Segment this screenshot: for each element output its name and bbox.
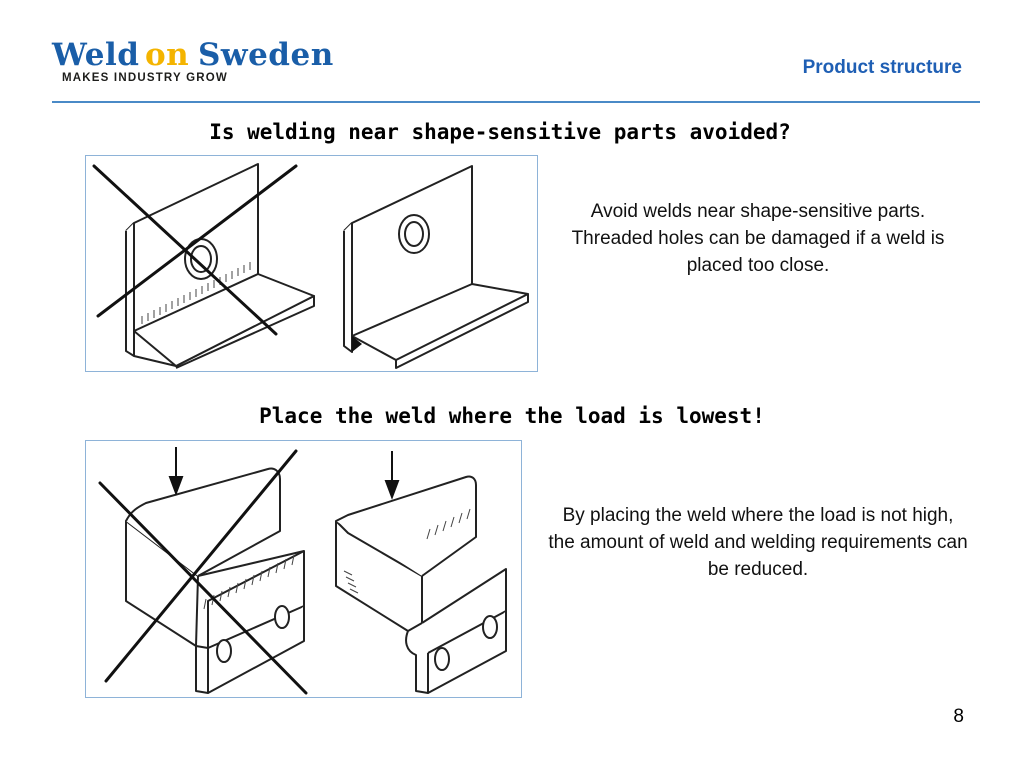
weld-on-sweden-logo: Weld on Sweden xyxy=(52,38,342,90)
description-weld-load-lowest: By placing the weld where the load is no… xyxy=(548,505,968,580)
cross-mark-line-4 xyxy=(104,449,298,683)
load-arrow-left xyxy=(168,476,184,496)
page-number: 8 xyxy=(953,706,964,727)
logo-word-on: on xyxy=(145,37,190,73)
figure-z-bracket-weld-placement xyxy=(85,440,522,698)
heading-weld-load-lowest: Place the weld where the load is lowest! xyxy=(259,404,765,428)
cross-mark-line-2 xyxy=(96,164,298,318)
header-divider xyxy=(52,101,980,103)
logo-word-sweden: Sweden xyxy=(198,37,334,73)
weld-placement-illustration xyxy=(98,447,507,695)
good-weld-fillet xyxy=(352,336,362,352)
logo-tagline: MAKES INDUSTRY GROW xyxy=(62,72,228,84)
section-title: Product structure xyxy=(802,57,962,78)
threaded-hole-illustration xyxy=(92,163,529,369)
figure-threaded-hole-brackets xyxy=(85,155,538,372)
description-shape-sensitive-parts: Avoid welds near shape-sensitive parts. … xyxy=(571,201,945,276)
logo-word-weld: Weld xyxy=(52,37,140,73)
load-arrow-right xyxy=(384,480,400,500)
heading-shape-sensitive-parts: Is welding near shape-sensitive parts av… xyxy=(209,120,791,144)
cross-mark-line-3 xyxy=(98,481,308,695)
